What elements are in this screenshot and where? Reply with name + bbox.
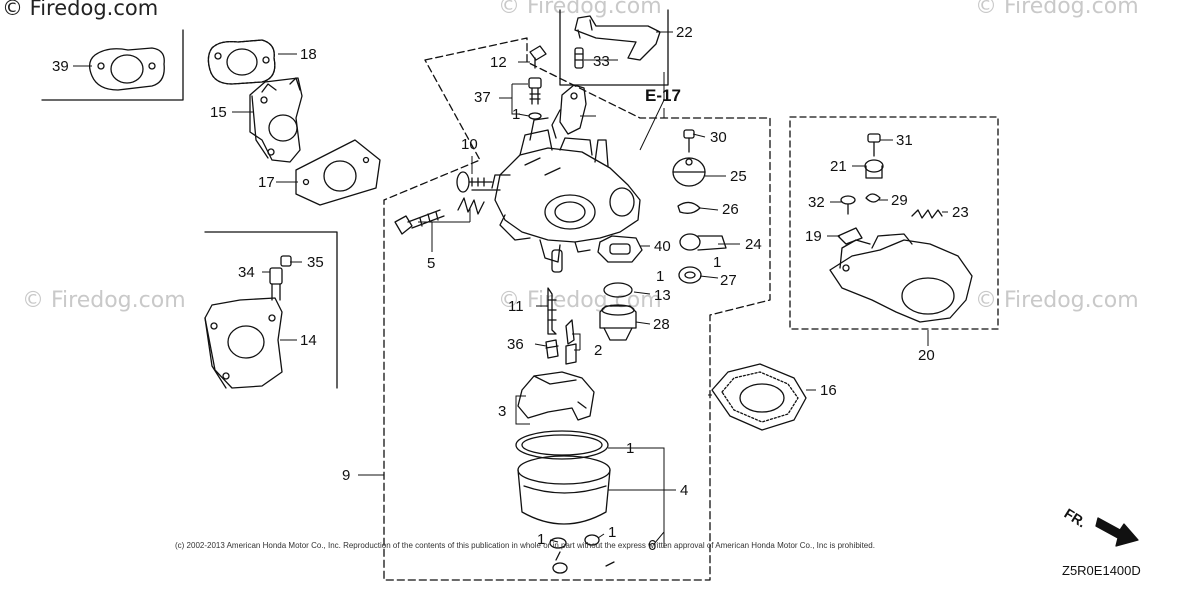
- callout-29: 29: [891, 192, 908, 209]
- callout-30: 30: [710, 129, 727, 146]
- lever-19-icon: [837, 227, 863, 245]
- cap-27-icon: [678, 266, 702, 284]
- frame-20: [789, 116, 999, 330]
- gasket-18-icon: [207, 39, 276, 85]
- lever-22-icon: [574, 15, 661, 61]
- screw-31-icon: [867, 133, 881, 157]
- callout-1-f: 1: [608, 524, 617, 541]
- callout-28: 28: [653, 316, 670, 333]
- callout-11: 11: [508, 298, 524, 315]
- callout-24: 24: [745, 236, 762, 253]
- float-chamber-4-icon: [517, 455, 611, 525]
- callout-21: 21: [830, 158, 847, 175]
- callout-16: 16: [820, 382, 837, 399]
- callout-26: 26: [722, 201, 739, 218]
- callout-1-d: 1: [626, 440, 635, 457]
- callout-2: 2: [594, 342, 603, 359]
- callout-1-e: 1: [537, 531, 546, 548]
- gasket-39-icon: [88, 47, 165, 91]
- pin-33-icon: [574, 47, 584, 69]
- insulator-15-icon: [249, 77, 303, 163]
- bracket-20-icon: [829, 233, 973, 323]
- drain-bolt-icon: [549, 537, 568, 574]
- callout-32: 32: [808, 194, 825, 211]
- diagram-code: Z5R0E1400D: [1062, 563, 1141, 578]
- callout-17: 17: [258, 174, 275, 191]
- carburetor-body-icon: [471, 117, 641, 273]
- cap-35-icon: [280, 255, 292, 267]
- gasket-17-icon: [295, 139, 381, 206]
- valve-28-icon: [599, 304, 637, 341]
- callout-1-c: 1: [656, 268, 665, 285]
- callout-3: 3: [498, 403, 507, 420]
- callout-15: 15: [210, 104, 227, 121]
- leader-lines: [73, 31, 948, 548]
- callout-4: 4: [680, 482, 689, 499]
- lever-8-icon: [551, 84, 587, 139]
- callout-20: 20: [918, 347, 935, 364]
- gasket-ring-1-icon: [515, 430, 609, 460]
- reference-e17: E-17: [645, 86, 681, 105]
- insulator-14-icon: [204, 297, 283, 389]
- copyright-notice: (c) 2002-2013 American Honda Motor Co., …: [175, 541, 875, 550]
- callout-10: 10: [461, 136, 478, 153]
- screw-10-icon: [456, 171, 493, 193]
- float-3-icon: [517, 371, 595, 421]
- frame-39: [41, 29, 184, 101]
- watermark-top-center: © Firedog.com: [498, 0, 662, 19]
- screw-37-icon: [528, 77, 542, 105]
- frame-14: [204, 231, 338, 389]
- tube-11-icon: [547, 287, 557, 335]
- callout-39: 39: [52, 58, 69, 75]
- callout-12: 12: [490, 54, 507, 71]
- callout-13: 13: [654, 287, 671, 304]
- front-arrow-icon: [1095, 517, 1139, 547]
- callout-31: 31: [896, 132, 913, 149]
- gasket-40-icon: [597, 235, 643, 263]
- seal-26-icon: [677, 201, 701, 214]
- frame-9: [383, 37, 771, 581]
- spring-23-icon: [911, 209, 943, 219]
- nut-21-icon: [864, 159, 884, 179]
- callout-19: 19: [805, 228, 822, 245]
- clip-29-icon: [865, 193, 881, 203]
- tube-34-icon: [269, 267, 283, 301]
- callout-23: 23: [952, 204, 969, 221]
- callout-1-a: 1: [512, 106, 521, 123]
- watermark-mid-right: © Firedog.com: [975, 288, 1139, 313]
- callout-1-b: 1: [713, 254, 722, 271]
- watermark-main: © Firedog.com: [2, 0, 159, 20]
- screw-12-icon: [529, 45, 547, 69]
- watermark-mid-left: © Firedog.com: [22, 288, 186, 313]
- callout-27: 27: [720, 272, 737, 289]
- callout-25: 25: [730, 168, 747, 185]
- oring-13-icon: [603, 282, 633, 298]
- callout-37: 37: [474, 89, 491, 106]
- callout-14: 14: [300, 332, 317, 349]
- callout-33: 33: [593, 53, 610, 70]
- callout-6: 6: [648, 537, 657, 554]
- callout-5: 5: [427, 255, 436, 272]
- jet-36-icon: [545, 339, 559, 359]
- jet-2-icon: [565, 319, 577, 365]
- callout-35: 35: [307, 254, 324, 271]
- screw-5-icon: [394, 197, 485, 235]
- callout-18: 18: [300, 46, 317, 63]
- callout-22: 22: [676, 24, 693, 41]
- callout-36: 36: [507, 336, 524, 353]
- callout-40: 40: [654, 238, 671, 255]
- callout-34: 34: [238, 264, 255, 281]
- callout-9: 9: [342, 467, 351, 484]
- diaphragm-25-icon: [672, 157, 706, 187]
- watermark-top-right: © Firedog.com: [975, 0, 1139, 19]
- gasket-16-icon: [711, 363, 807, 431]
- drain-screw-6-icon: [584, 534, 615, 567]
- bracket-24-icon: [679, 233, 727, 251]
- screw-30-icon: [683, 129, 695, 153]
- oring-1-top-icon: [528, 112, 542, 120]
- frame-22: [559, 9, 669, 86]
- screw-32-icon: [840, 195, 856, 215]
